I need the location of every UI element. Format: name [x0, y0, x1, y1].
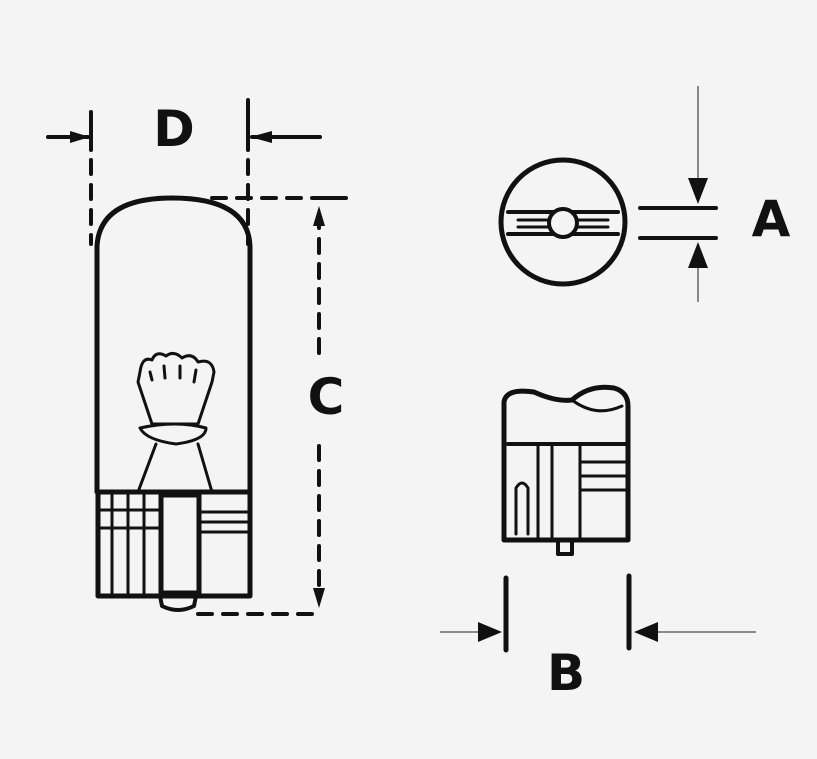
bulb-base [95, 489, 253, 599]
label-a: A [752, 190, 791, 248]
bulb-filament [136, 351, 216, 426]
dimension-c-top-arrowhead [313, 206, 325, 226]
dimension-b: B [440, 573, 756, 702]
label-d: D [153, 100, 195, 158]
dimension-a: A [638, 86, 791, 302]
bulb-glass-outline [94, 195, 253, 495]
bulb-base-front-view [501, 384, 631, 556]
bulb-base-details [98, 492, 250, 596]
dimension-c: C [196, 196, 348, 616]
label-c: C [308, 368, 345, 426]
bulb-stem [136, 442, 214, 494]
dimension-c-bottom-arrowhead [313, 588, 325, 608]
bulb-contact-nub [158, 594, 198, 612]
bulb-end-view [498, 157, 628, 287]
dimension-d: D [46, 98, 322, 246]
end-view-circle [498, 157, 628, 287]
bulb-side-view [94, 195, 253, 612]
end-view-center-contact [547, 207, 579, 239]
label-b: B [547, 644, 585, 702]
base-front-pin [556, 538, 574, 556]
